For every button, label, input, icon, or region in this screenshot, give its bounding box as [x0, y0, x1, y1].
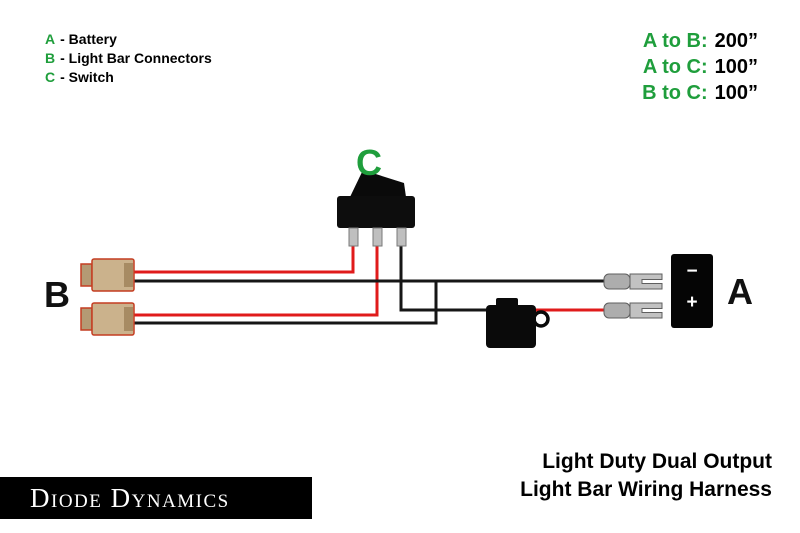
switch-terminal-3 — [396, 227, 407, 247]
measurement-a-to-b: A to B: 200” — [642, 28, 758, 54]
measurement-value-ac: 100” — [714, 56, 758, 78]
product-title-line1: Light Duty Dual Output — [542, 450, 772, 473]
switch — [337, 170, 415, 247]
measurement-a-to-c: A to C: 100” — [642, 54, 758, 80]
fork-terminal-negative-barrel — [603, 273, 631, 290]
measurements: A to B: 200” A to C: 100” B to C: 100” — [642, 28, 758, 106]
product-title-line2: Light Bar Wiring Harness — [520, 478, 772, 501]
legend-key-c: C — [45, 69, 56, 85]
fuse-holder-body — [486, 305, 536, 348]
black-wire-switch-to-fuse — [399, 246, 492, 312]
legend-text-battery: - Battery — [60, 31, 117, 47]
label-battery: A — [727, 271, 753, 312]
legend: A- Battery B- Light Bar Connectors C- Sw… — [45, 30, 212, 87]
battery-negative-symbol: − — [686, 261, 698, 282]
switch-lever — [350, 170, 406, 197]
legend-key-a: A — [45, 31, 56, 47]
connector-bottom-body — [91, 302, 135, 336]
label-switch: C — [356, 142, 382, 183]
connector-top-body — [91, 258, 135, 292]
fork-terminal-positive-barrel — [603, 302, 631, 319]
legend-item-switch: C- Switch — [45, 68, 212, 87]
label-light-bar-connectors: B — [44, 274, 70, 315]
connector-bottom-wire-seal — [124, 307, 133, 331]
connector-top-rear-cap — [80, 263, 93, 287]
legend-text-connectors: - Light Bar Connectors — [60, 50, 212, 66]
switch-terminal-2 — [372, 227, 383, 247]
red-wire-bottom-connector-to-switch — [133, 246, 379, 317]
battery-block — [671, 254, 713, 328]
legend-text-switch: - Switch — [60, 69, 114, 85]
measurement-value-bc: 100” — [714, 82, 758, 104]
fork-terminal-positive-fork — [629, 302, 663, 319]
measurement-value-ab: 200” — [714, 30, 758, 52]
brand-bar: Diode Dynamics — [0, 477, 312, 519]
fuse-holder-pull-ring — [532, 310, 550, 328]
legend-key-b: B — [45, 50, 56, 66]
switch-terminal-1 — [348, 227, 359, 247]
light-bar-connector-bottom — [80, 302, 135, 336]
measurement-label-bc: B to C: — [642, 82, 708, 104]
connector-top-wire-seal — [124, 263, 133, 287]
fork-terminal-positive — [603, 302, 663, 319]
fuse-holder — [486, 298, 550, 348]
light-bar-connector-top — [80, 258, 135, 292]
product-title: Light Duty Dual Output Light Bar Wiring … — [520, 448, 772, 504]
fork-terminal-negative — [603, 273, 663, 290]
legend-item-connectors: B- Light Bar Connectors — [45, 49, 212, 68]
measurement-label-ac: A to C: — [642, 56, 708, 78]
black-ground-wire-bottom-connector — [133, 281, 438, 325]
legend-item-battery: A- Battery — [45, 30, 212, 49]
red-wire-top-connector-to-switch — [133, 246, 355, 274]
fork-terminal-negative-fork — [629, 273, 663, 290]
switch-body — [337, 196, 415, 228]
measurement-label-ab: A to B: — [642, 30, 708, 52]
connector-bottom-rear-cap — [80, 307, 93, 331]
battery-positive-symbol: + — [686, 292, 698, 313]
measurement-b-to-c: B to C: 100” — [642, 80, 758, 106]
wires — [133, 246, 612, 325]
brand-logo-text: Diode Dynamics — [30, 482, 230, 513]
